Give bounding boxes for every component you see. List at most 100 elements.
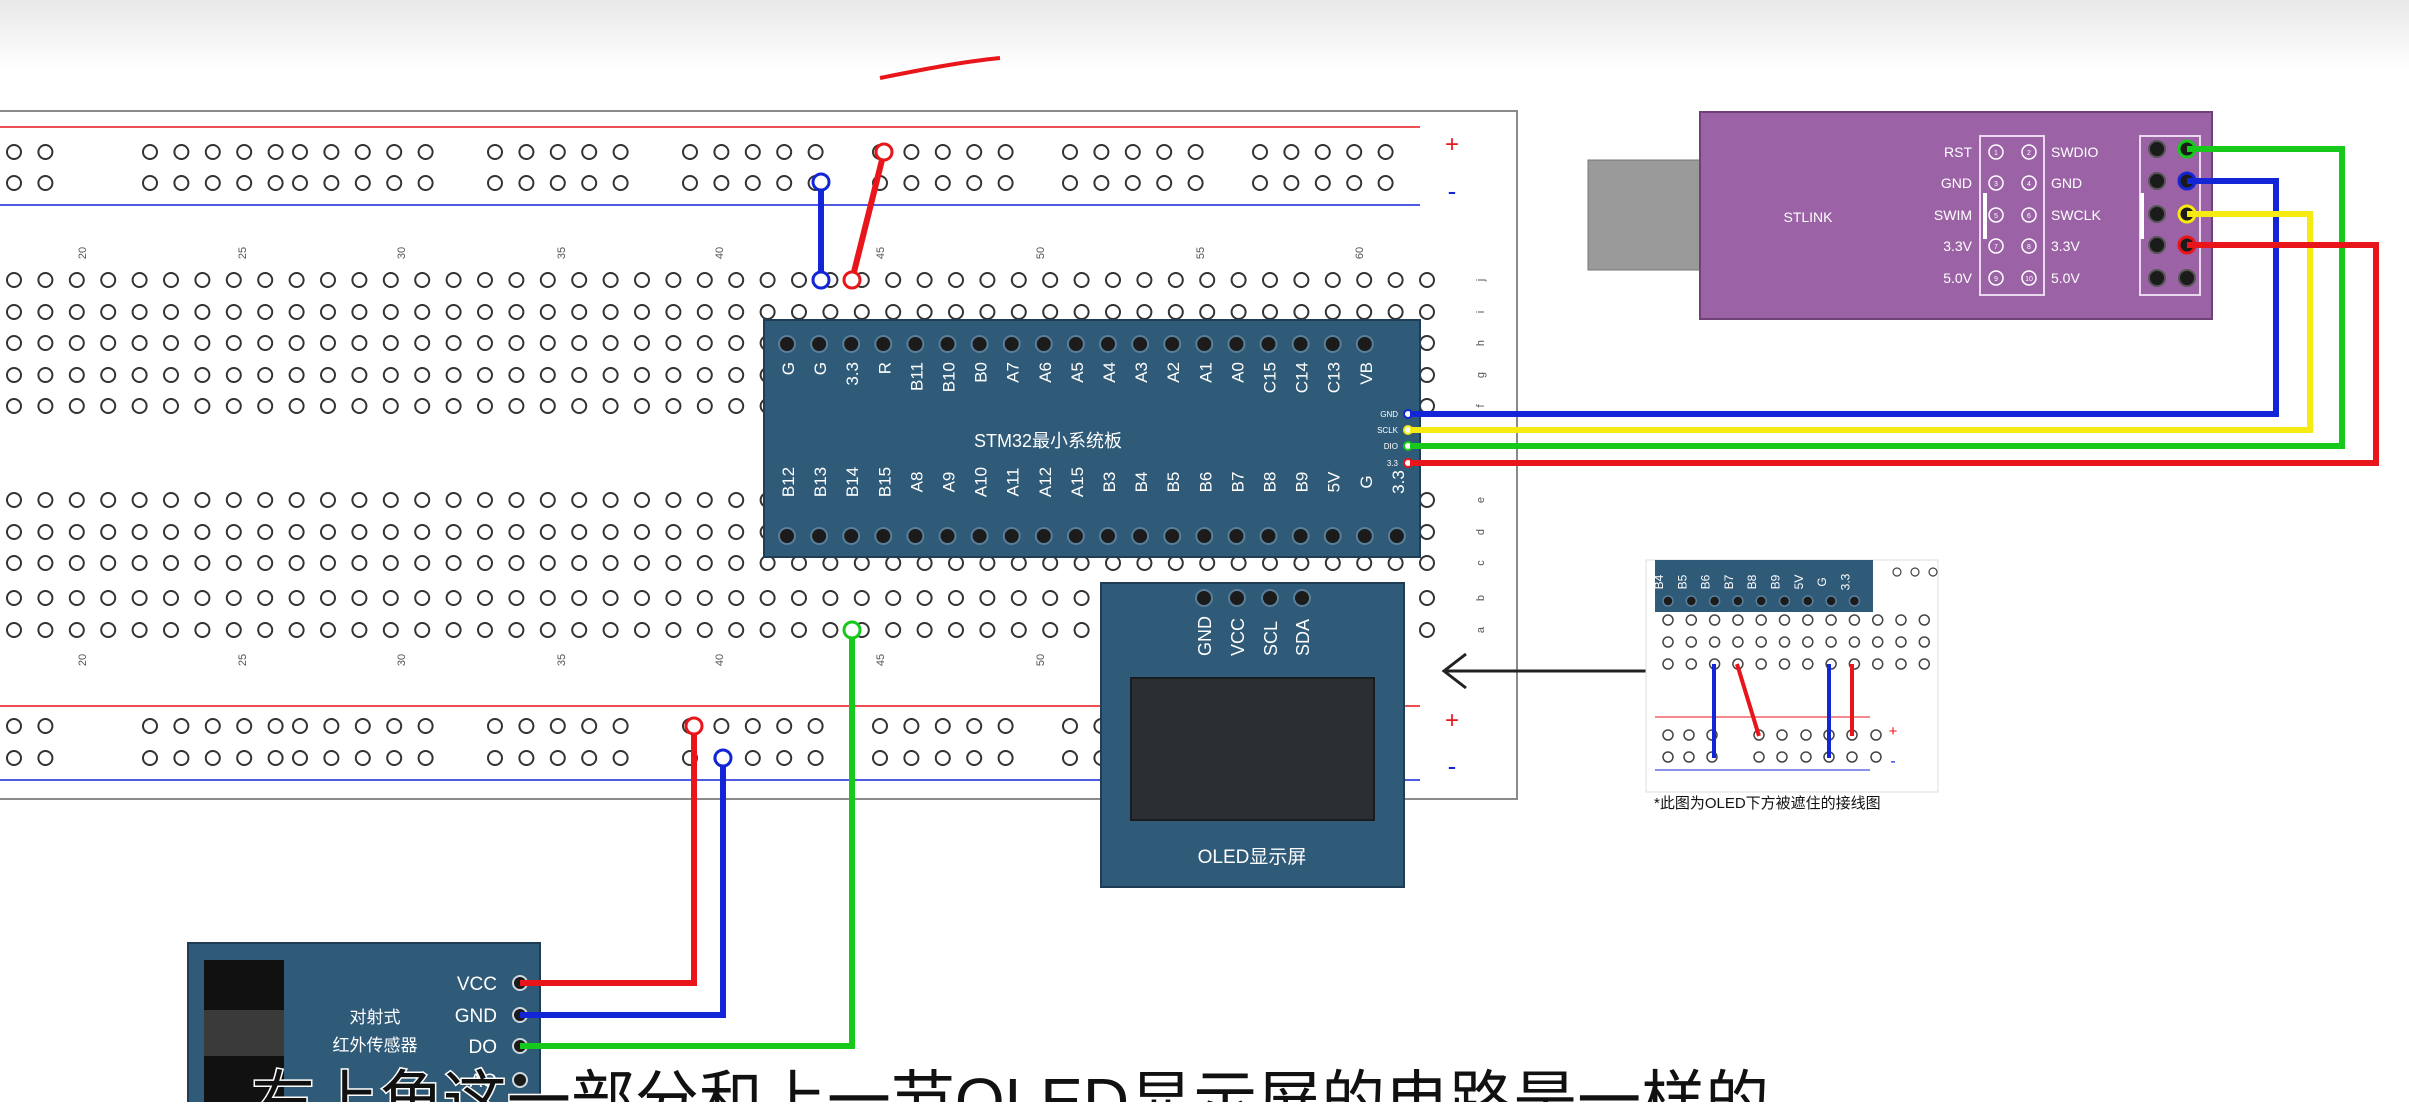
stm32-bottom-pin (1163, 527, 1182, 545)
terminal-hole (791, 622, 807, 638)
inset-pin-label: 5V (1792, 575, 1806, 590)
terminal-hole (1293, 272, 1310, 288)
terminal-hole (194, 398, 211, 414)
terminal-hole (320, 622, 336, 638)
rail-hole (354, 718, 371, 734)
rail-hole (142, 144, 158, 160)
stlink-header-pin (1988, 207, 2004, 223)
rail-hole (713, 144, 730, 160)
terminal-hole (445, 492, 462, 508)
rail-hole (204, 144, 221, 160)
terminal-hole (759, 272, 776, 288)
terminal-hole (634, 492, 650, 508)
inset-hole (1708, 614, 1721, 626)
stlink-header-pin (2021, 238, 2037, 254)
rail-hole (323, 175, 340, 191)
stm32-bottom-pin (1259, 527, 1278, 545)
terminal-hole (885, 272, 902, 288)
stm32-bottom-pin (970, 527, 989, 545)
terminal-hole (571, 272, 588, 288)
arrow-head (1441, 652, 1467, 690)
stlink-pin-number: 8 (2027, 244, 2031, 251)
inset-rail-hole (1870, 751, 1882, 763)
terminal-hole (131, 398, 148, 414)
rail-hole (612, 175, 629, 191)
inset-hole (1895, 614, 1907, 626)
inset-rail-minus-label: - (1890, 753, 1895, 770)
rail-hole (682, 144, 698, 160)
terminal-hole (822, 622, 839, 638)
rail-hole (267, 718, 284, 734)
inset-hole (1895, 636, 1907, 648)
inset-hole (1802, 636, 1814, 648)
terminal-hole (539, 524, 556, 540)
wire-endpoint (874, 142, 894, 162)
terminal-hole (68, 335, 85, 351)
rail-hole (417, 750, 434, 766)
terminal-hole (696, 367, 713, 383)
terminal-hole (728, 590, 745, 606)
stm32-top-pin (1227, 335, 1246, 353)
rail-hole (581, 175, 598, 191)
rail-hole (417, 718, 434, 734)
rail-hole (776, 144, 793, 160)
rail-hole (354, 750, 371, 766)
stm32-bottom-pin-label: B4 (1132, 472, 1151, 493)
terminal-hole (68, 492, 85, 508)
terminal-hole (194, 590, 211, 606)
stm32-top-pin-label: R (875, 362, 894, 374)
stm32-bottom-pin-label: B9 (1293, 472, 1312, 493)
terminal-hole (445, 622, 462, 638)
terminal-hole (382, 272, 399, 288)
wire-red-33v-rail (849, 151, 887, 281)
terminal-hole (728, 622, 745, 638)
terminal-hole (288, 367, 305, 383)
inset-rail-hole (1800, 729, 1812, 741)
rail-hole (37, 718, 54, 734)
terminal-hole (351, 304, 368, 320)
stlink-header-pin (1988, 270, 2004, 286)
terminal-hole (194, 555, 211, 571)
terminal-hole (194, 622, 211, 638)
stm32-bottom-pin (1387, 527, 1406, 545)
terminal-hole (6, 335, 22, 351)
terminal-hole (1136, 272, 1153, 288)
terminal-hole (382, 590, 399, 606)
inset-hole (1848, 658, 1861, 670)
terminal-hole (571, 524, 588, 540)
terminal-hole (6, 555, 22, 571)
rail-hole (386, 750, 403, 766)
terminal-hole (6, 304, 22, 320)
ir-sensor-pin-label: AO (470, 1071, 497, 1092)
rail-hole (581, 718, 598, 734)
stlink-pin-number: 1 (1994, 150, 1998, 157)
wires (520, 146, 2379, 1049)
terminal-hole (6, 272, 22, 288)
row-letter: d (1475, 529, 1487, 535)
oled-pin-label: SDA (1293, 619, 1313, 656)
terminal-hole (1199, 272, 1216, 288)
ir-sensor-pin-label: GND (455, 1006, 497, 1027)
column-number-top: 30 (396, 247, 408, 259)
terminal-hole (414, 622, 431, 638)
rail-hole (872, 718, 888, 734)
terminal-hole (225, 555, 242, 571)
stlink-right-label: SWCLK (2051, 207, 2101, 223)
stlink-header-pin (1988, 144, 2004, 160)
rail-hole (354, 175, 371, 191)
inset-hole (1755, 658, 1767, 670)
terminal-hole (37, 524, 54, 540)
terminal-hole (100, 398, 117, 414)
row-letter: b (1475, 595, 1487, 601)
terminal-hole (634, 272, 650, 288)
rail-hole (997, 144, 1014, 160)
terminal-hole (351, 622, 368, 638)
rail-hole (292, 718, 308, 734)
rail-hole (236, 718, 253, 734)
terminal-hole (1042, 590, 1059, 606)
stm32-bottom-pin (1355, 527, 1374, 545)
terminal-hole (100, 524, 117, 540)
ir-sensor-slot-block (204, 1010, 284, 1056)
terminal-hole (414, 398, 431, 414)
